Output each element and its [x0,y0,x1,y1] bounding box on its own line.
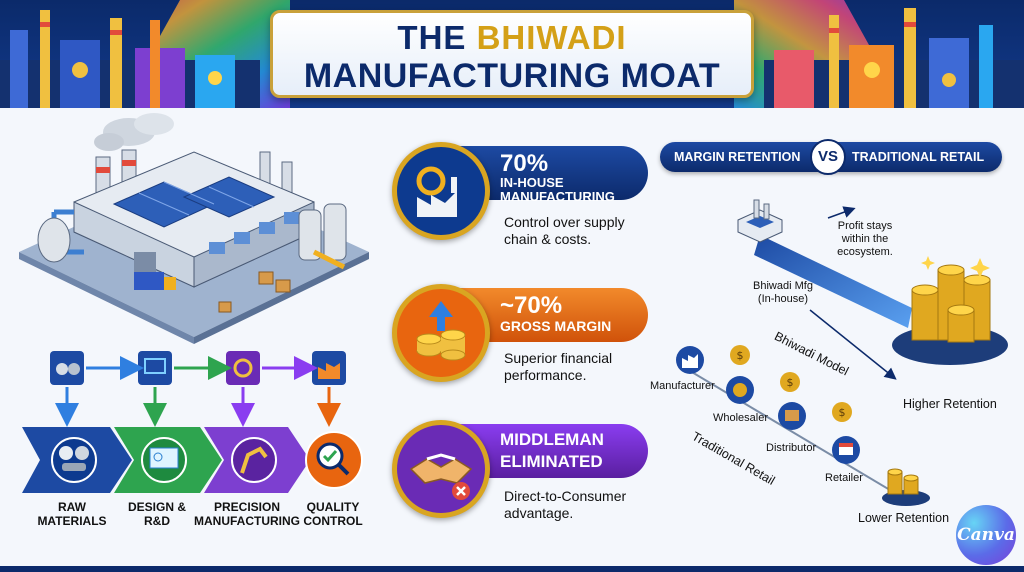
card-headline: MIDDLEMAN [500,430,604,449]
chain-manufacturer-label: Manufacturer [650,380,715,392]
raw-materials-icon [51,437,97,483]
manufacturer-node [676,346,704,374]
stat-card-in-house: 70% IN-HOUSE MANUFACTURING Control over … [392,142,652,260]
design-small-icon [138,351,172,385]
bhiwadi-beam [754,235,912,328]
svg-text:$: $ [839,406,846,419]
comparison-header: MARGIN RETENTION VS TRADITIONAL RETAIL [660,139,1002,175]
industrial-skyline-right [734,0,1024,108]
comparison-right-label: TRADITIONAL RETAIL [852,150,985,164]
blueprint-icon [141,437,187,483]
magnifier-check-icon [305,431,363,489]
card-headline: 70% [500,150,549,177]
header-banner: THE BHIWADI MANUFACTURING MOAT [0,0,1024,108]
chain-distributor-label: Distributor [766,442,817,454]
title-highlight: BHIWADI [476,19,627,56]
retailer-node [832,436,860,464]
robot-arm-icon [231,437,277,483]
card-description: Superior financial performance. [504,350,613,383]
coin-stack-arrow-icon [392,284,490,382]
chain-wholesaler-label: Wholesaler [713,412,769,424]
stat-card-gross-margin: ~70% GROSS MARGIN Superior financial per… [392,284,652,402]
step-label-raw-materials: RAW MATERIALS [37,500,107,528]
card-subhead: GROSS MARGIN [500,318,612,334]
title-panel: THE BHIWADI MANUFACTURING MOAT [270,10,754,98]
chain-retailer-label: Retailer [825,472,863,484]
step-label-design: DESIGN & R&D [127,500,186,528]
stat-card-middleman: MIDDLEMAN ELIMINATED Direct-to-Consumer … [392,420,652,538]
canva-logo: Canva [956,505,1016,565]
higher-retention-label: Higher Retention [903,397,997,411]
vs-badge: VS [810,139,846,175]
wholesaler-node [726,376,754,404]
page-title-line2: MANUFACTURING MOAT [303,57,721,95]
process-flow: RAW MATERIALS DESIGN & R&D PRECISION MAN… [22,345,374,545]
factory-small-icon [312,351,346,385]
factory-illustration [19,113,369,344]
svg-text:$: $ [787,376,794,389]
card-description: Direct-to-Consumer advantage. [504,488,627,521]
svg-text:$: $ [737,349,744,362]
bottom-bar [0,566,1024,572]
step-label-quality-control: QUALITY CONTROL [303,500,363,528]
title-prefix: THE [397,19,477,56]
gold-coin-stack-large [892,256,1008,365]
margin-flow-diagram: $ $ $ [676,199,1008,506]
card-subhead: IN-HOUSE MANUFACTURING [500,175,615,204]
card-description: Control over supply chain & costs. [504,214,625,247]
profit-note: Profit stays within the ecosystem. [837,220,893,258]
card-headline: ~70% [500,292,563,319]
comparison-left-label: MARGIN RETENTION [674,150,801,164]
raw-materials-small-icon [50,351,84,385]
process-flow-diagram [22,351,363,493]
card-subhead: ELIMINATED [500,452,603,471]
money-bag-icon: $ [730,345,750,365]
bhiwadi-factory-icon [737,199,783,243]
distributor-node [778,402,806,430]
gear-small-icon [226,351,260,385]
handshake-icon [392,420,490,518]
money-bag-icon: $ [832,402,852,422]
factory-gear-icon [392,142,490,240]
step-label-precision-manufacturing: PRECISION MANUFACTURING [194,500,300,528]
gold-coin-stack-small [882,468,930,506]
bhiwadi-mfg-label: Bhiwadi Mfg (In-house) [753,280,813,305]
industrial-skyline-left [0,0,290,108]
money-bag-icon: $ [780,372,800,392]
page-title-line1: THE BHIWADI [273,19,751,57]
lower-retention-label: Lower Retention [858,511,950,525]
